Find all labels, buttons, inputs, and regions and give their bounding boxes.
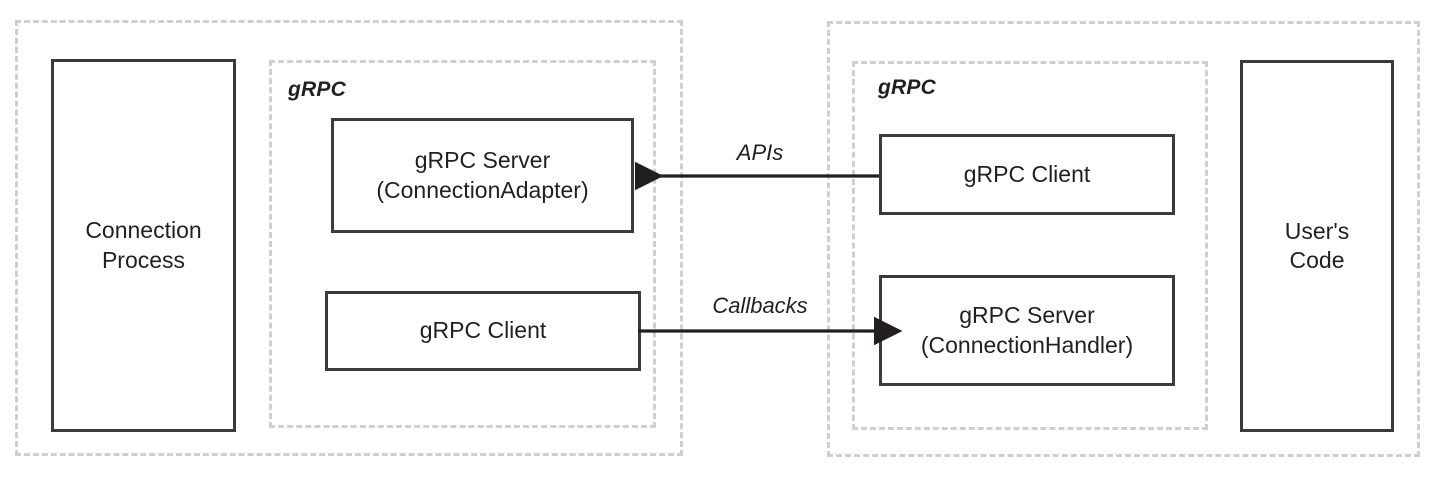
users-code-box[interactable]: User's Code xyxy=(1240,60,1394,432)
apis-edge-label: APIs xyxy=(736,140,784,165)
grpc-client-left-box[interactable]: gRPC Client xyxy=(325,291,641,371)
grpc-client-right-box[interactable]: gRPC Client xyxy=(879,134,1175,215)
grpc-client-left-label: gRPC Client xyxy=(419,317,547,344)
grpc-left-group-label: gRPC xyxy=(288,78,346,101)
user-code-group xyxy=(827,21,1420,457)
connection-process-box[interactable]: Connection Process xyxy=(51,59,236,432)
grpc-client-right-label: gRPC Client xyxy=(963,160,1091,187)
apis-arrow xyxy=(634,161,879,191)
grpc-server-connection-adapter-box[interactable]: gRPC Server (ConnectionAdapter) xyxy=(331,118,634,233)
callbacks-edge-label: Callbacks xyxy=(712,293,808,318)
grpc-left-group xyxy=(269,60,656,428)
callbacks-arrow xyxy=(638,316,903,346)
connection-process-label: Connection Process xyxy=(85,217,202,273)
grpc-right-group xyxy=(852,61,1208,430)
connection-process-group xyxy=(15,20,683,456)
users-code-label: User's Code xyxy=(1284,217,1350,273)
grpc-server-connection-handler-label: gRPC Server (ConnectionHandler) xyxy=(920,302,1134,358)
grpc-server-connection-adapter-label: gRPC Server (ConnectionAdapter) xyxy=(376,147,589,203)
grpc-server-connection-handler-box[interactable]: gRPC Server (ConnectionHandler) xyxy=(879,275,1175,386)
grpc-right-group-label: gRPC xyxy=(878,76,936,99)
